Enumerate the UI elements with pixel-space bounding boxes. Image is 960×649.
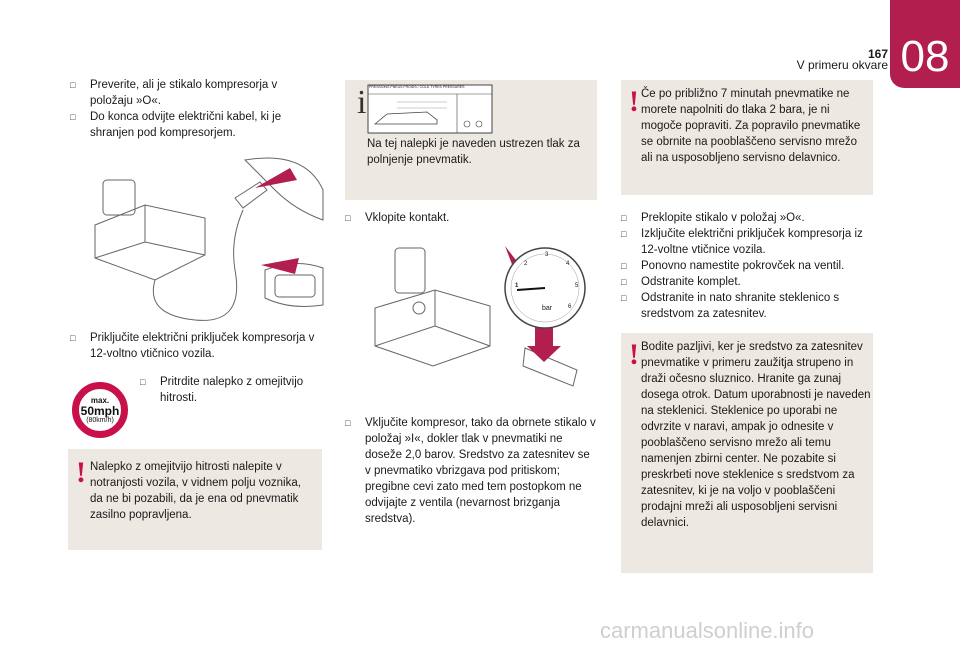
list-item: □Odstranite komplet.: [621, 276, 741, 288]
info-i-icon: i: [357, 84, 367, 121]
gauge-unit: bar: [542, 305, 553, 312]
warning-text: Če po približno 7 minutah pnevmatike ne …: [641, 88, 861, 164]
square-bullet-icon: □: [621, 293, 627, 303]
list-item: □Priključite električni priključek kompr…: [70, 332, 315, 360]
compressor-gauge-illustration: [374, 246, 586, 387]
warning-box-2: ! Bodite pazljivi, ker je sredstvo za za…: [621, 333, 873, 573]
gauge-tick: 1: [515, 283, 519, 289]
gauge-tick: 3: [545, 252, 549, 258]
list-item: □Odstranite in nato shranite steklenico …: [621, 292, 840, 320]
exclamation-icon: !: [76, 456, 86, 489]
gauge-tick: 2: [524, 261, 528, 267]
square-bullet-icon: □: [70, 112, 76, 122]
label-title: PRESSIONS PNEUS FROIDS / COLD TYRES PRES…: [369, 85, 465, 89]
gauge-tick: 5: [575, 283, 579, 289]
col3-bullets: □Preklopite stikalo v položaj »O«. □Izkl…: [621, 210, 873, 322]
list-item: □Ponovno namestite pokrovček na ventil.: [621, 260, 845, 272]
square-bullet-icon: □: [140, 377, 146, 387]
speed-limit-sign: max. 50mph (80km/h): [72, 382, 128, 438]
info-box: i PRESSIONS PNEUS FROIDS / COLD TYRES PR…: [345, 80, 597, 200]
list-item: □Vključite kompresor, tako da obrnete st…: [345, 417, 596, 525]
gauge-tick: 6: [568, 304, 572, 310]
square-bullet-icon: □: [621, 277, 627, 287]
warning-text: Bodite pazljivi, ker je sredstvo za zate…: [641, 341, 871, 529]
warning-box-1: ! Če po približno 7 minutah pnevmatike n…: [621, 80, 873, 195]
square-bullet-icon: □: [345, 213, 351, 223]
page-number: 167: [867, 47, 888, 61]
list-item: □Izključite električni priključek kompre…: [621, 228, 863, 256]
list-item: □Pritrdite nalepko z omejitvijo hitrosti…: [140, 376, 304, 404]
square-bullet-icon: □: [621, 213, 627, 223]
compressor-cable-illustration: [94, 157, 324, 321]
square-bullet-icon: □: [621, 261, 627, 271]
list-item: □Vklopite kontakt.: [345, 212, 450, 224]
chapter-tab: 08: [890, 0, 960, 88]
warning-box: ! Nalepko z omejitvijo hitrosti nalepite…: [68, 449, 322, 550]
col1-connect-bullet: □Priključite električni priključek kompr…: [70, 330, 320, 362]
col2-ignition-bullet: □Vklopite kontakt.: [345, 210, 595, 226]
col2-compressor-bullet: □Vključite kompresor, tako da obrnete st…: [345, 415, 597, 527]
square-bullet-icon: □: [345, 418, 351, 428]
list-item: □Do konca odvijte električni kabel, ki j…: [70, 111, 282, 139]
exclamation-icon: !: [629, 338, 639, 371]
list-item: □Preklopite stikalo v položaj »O«.: [621, 212, 805, 224]
warning-text: Nalepko z omejitvijo hitrosti nalepite v…: [90, 461, 301, 521]
square-bullet-icon: □: [621, 229, 627, 239]
watermark: carmanualsonline.info: [600, 618, 815, 643]
square-bullet-icon: □: [70, 80, 76, 90]
col1-top-bullets: □Preverite, ali je stikalo kompresorja v…: [70, 77, 315, 141]
gauge-tick: 4: [566, 261, 570, 267]
square-bullet-icon: □: [70, 333, 76, 343]
exclamation-icon: !: [629, 85, 639, 118]
tyre-pressure-label-image: [367, 84, 493, 134]
section-title: V primeru okvare: [796, 58, 888, 72]
info-text: Na tej nalepki je naveden ustrezen tlak …: [367, 138, 580, 166]
col1-sticker-bullet: □Pritrdite nalepko z omejitvijo hitrosti…: [140, 374, 320, 406]
list-item: □Preverite, ali je stikalo kompresorja v…: [70, 79, 278, 107]
